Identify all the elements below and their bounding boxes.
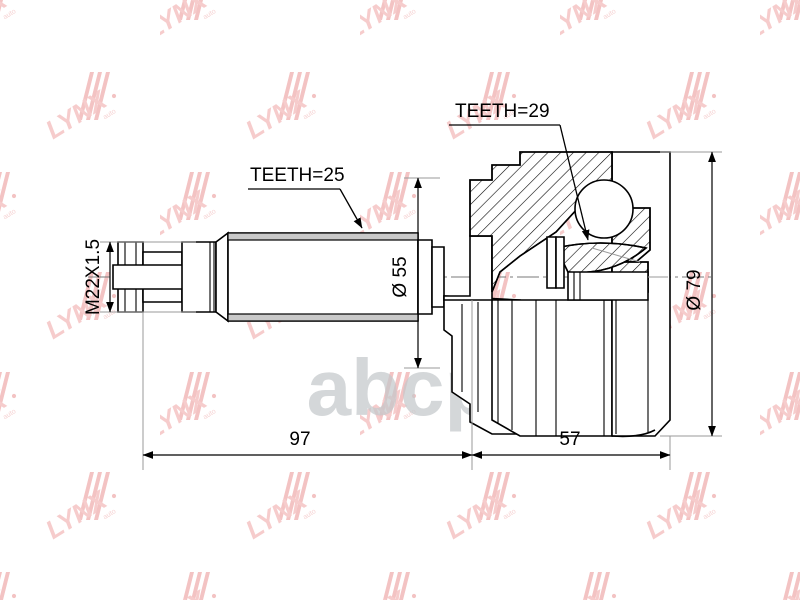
thread-dim-label: M22X1.5 <box>83 239 104 315</box>
callout-teeth-outer: TEETH=29 <box>449 101 641 263</box>
teeth25-label: TEETH=25 <box>250 165 345 186</box>
len57-dim-label: 57 <box>559 429 580 450</box>
shaft-plain-section <box>181 241 217 313</box>
d79-dim-label: Ø 79 <box>684 269 705 310</box>
cage-strip-a <box>546 236 557 289</box>
dimension-thread: M22X1.5 <box>83 239 196 315</box>
callout-teeth-inner: TEETH=25 <box>248 165 363 229</box>
d55-dim-label: Ø 55 <box>390 256 411 297</box>
teeth29-label: TEETH=29 <box>455 101 550 122</box>
spline-end-step <box>417 239 433 315</box>
len97-dim-label: 97 <box>289 429 310 450</box>
spline-band-bottom <box>227 313 419 322</box>
housing-left-shoulder <box>443 235 493 301</box>
joint-housing-assembly <box>443 151 671 438</box>
dimension-shaft-length: 97 <box>142 300 473 470</box>
spline-band-top <box>227 232 419 241</box>
housing-bottom-cap <box>611 429 656 438</box>
dimension-shaft-diameter: Ø 55 <box>390 177 440 369</box>
cage-strip-b <box>555 236 565 289</box>
bearing-ball <box>574 179 634 239</box>
shaft-shoulder <box>431 246 445 308</box>
dimension-housing-length: 57 <box>471 429 671 470</box>
teeth29-leader-tail <box>591 247 641 263</box>
housing-lower-body <box>491 299 613 437</box>
shaft-taper <box>215 231 229 323</box>
teeth25-leader <box>339 188 363 229</box>
teeth29-leader <box>559 124 590 241</box>
dimension-housing-diameter: Ø 79 <box>648 151 722 437</box>
